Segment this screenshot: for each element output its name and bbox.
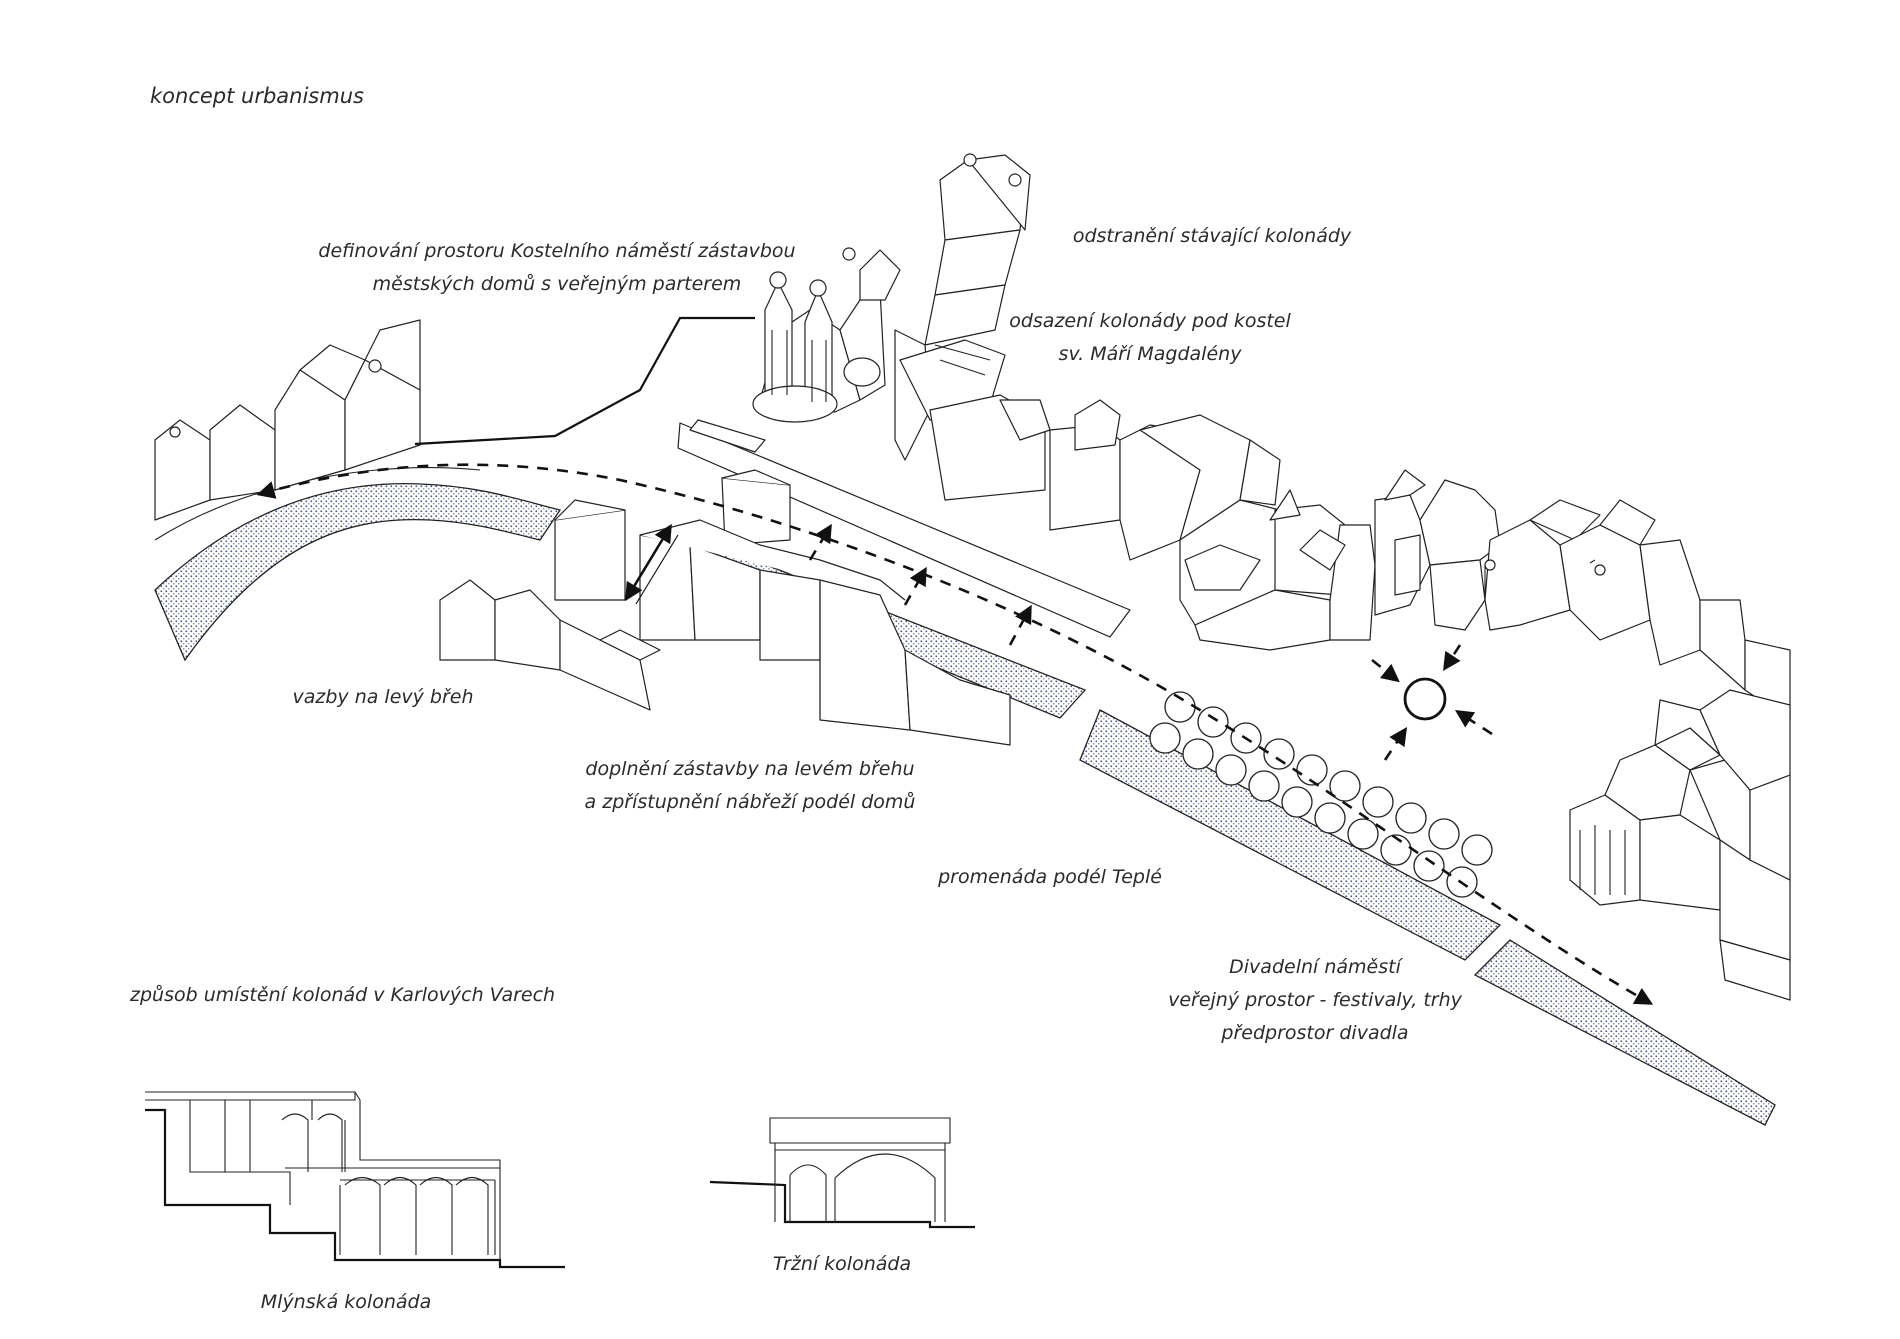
buildings-right-bank [929, 394, 1791, 721]
annotation-divadelni-line-2: veřejný prostor - festivaly, trhy [1168, 989, 1462, 1011]
annotation-kostelni-line-1: definování prostoru Kostelního náměstí z… [318, 240, 796, 262]
buildings-upper-middle [894, 153, 1031, 461]
church-st-mary-magdalene [752, 247, 901, 423]
trzni-label: Tržní kolonáda [772, 1253, 912, 1275]
annotation-divadelni: Divadelní náměstí veřejný prostor - fest… [1168, 951, 1462, 1050]
annotation-doplneni-line-2: a zpřístupnění nábřeží podél domů [584, 791, 916, 813]
annotation-divadelni-line-1: Divadelní náměstí [1229, 956, 1401, 978]
trzni-colonnade-section [709, 1117, 975, 1229]
page-title: koncept urbanismus [150, 84, 364, 108]
annotation-vazby: vazby na levý břeh [292, 686, 474, 708]
mlynska-colonnade-section [145, 1091, 565, 1269]
annotation-odsazeni: odsazení kolonády pod kostel sv. Máří Ma… [1009, 305, 1291, 371]
promenade-path [256, 463, 1654, 1005]
buildings-left-top [154, 319, 421, 521]
river-crossing-arrow [625, 523, 679, 605]
annotation-doplneni: doplnění zástavby na levém břehu a zpřís… [585, 753, 916, 819]
annotation-odsazeni-line-2: sv. Máří Magdalény [1058, 343, 1242, 365]
kostelni-leader-line [414, 316, 755, 446]
sections-heading: způsob umístění kolonád v Karlových Vare… [130, 984, 556, 1006]
divadelni-square-focus [1371, 644, 1493, 761]
mlynska-label: Mlýnská kolonáda [260, 1291, 432, 1313]
annotation-doplneni-line-1: doplnění zástavby na levém břehu [585, 758, 915, 780]
annotation-odsazeni-line-1: odsazení kolonády pod kostel [1009, 310, 1291, 332]
annotation-kostelni-line-2: městských domů s veřejným parterem [372, 273, 742, 295]
annotation-odstraneni: odstranění stávající kolonády [1072, 225, 1352, 247]
theatre-buildings [1569, 689, 1791, 1001]
annotation-divadelni-line-3: předprostor divadla [1221, 1022, 1409, 1044]
annotation-promenada: promenáda podél Teplé [938, 866, 1162, 888]
annotation-kostelni: definování prostoru Kostelního náměstí z… [318, 235, 795, 301]
